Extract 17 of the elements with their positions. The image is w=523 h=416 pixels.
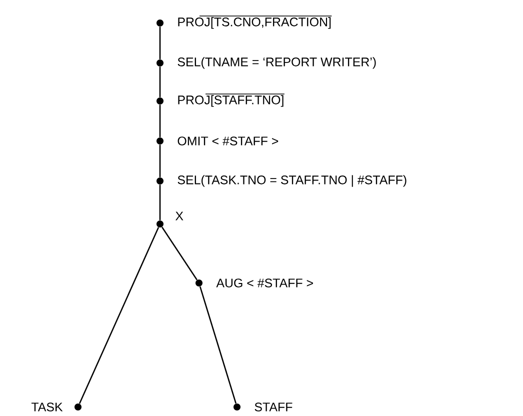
tree-line — [159, 184, 161, 220]
operation-label: STAFF — [254, 402, 292, 412]
tree-line — [159, 26, 161, 60]
tree-line — [78, 227, 160, 404]
operation-label: PROJ[TS.CNO,FRACTION] — [178, 16, 332, 29]
operation-label: SEL(TASK.TNO = STAFF.TNO | #STAFF) — [178, 175, 406, 187]
tree-line — [162, 226, 198, 280]
operation-label: TASK — [31, 402, 63, 412]
tree-line — [159, 66, 161, 98]
tree-line — [159, 104, 161, 138]
operation-label: X — [175, 212, 184, 220]
operation-label: SEL(TNAME = ‘REPORT WRITER’) — [178, 57, 376, 69]
tree-line — [159, 144, 161, 178]
tree-line — [199, 286, 237, 404]
operation-label: PROJ[STAFF.TNO] — [178, 94, 285, 107]
operation-label: AUG < #STAFF > — [216, 278, 313, 288]
operation-label: OMIT < #STAFF > — [178, 136, 278, 146]
